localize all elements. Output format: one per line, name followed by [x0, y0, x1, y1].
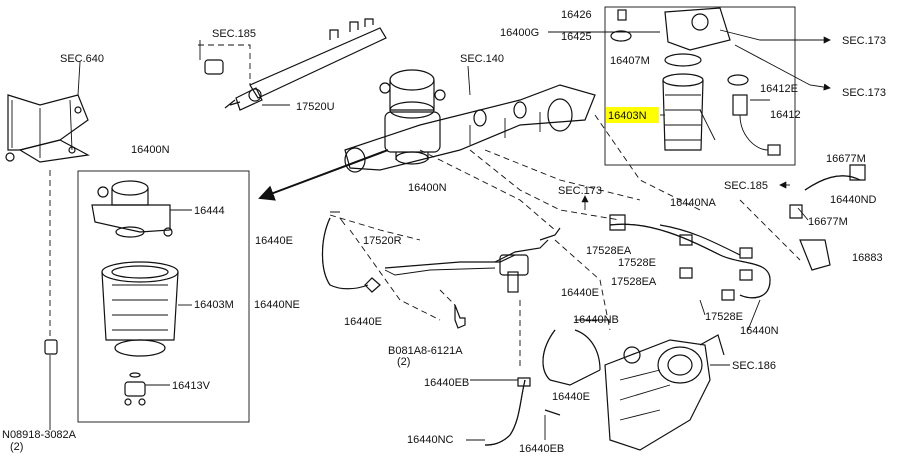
label-16426: 16426: [561, 9, 592, 21]
drain-plug-16413v: [124, 372, 146, 406]
label-17528e-a: 17528E: [618, 257, 656, 269]
label-sec173-mid: SEC.173: [558, 185, 602, 197]
label-16883: 16883: [852, 252, 883, 264]
label-16407m: 16407M: [610, 55, 650, 67]
label-17520r: 17520R: [363, 235, 402, 247]
intake-manifold: [344, 84, 596, 173]
label-16440eb-b: 16440EB: [519, 443, 564, 455]
element-16403n: [662, 53, 704, 151]
label-16440e-d: 16440E: [552, 391, 590, 403]
label-sec185-top: SEC.185: [212, 28, 256, 40]
label-16440nc: 16440NC: [407, 434, 454, 446]
label-16440e-a: 16440E: [255, 235, 293, 247]
label-08918: N08918-3082A: [2, 429, 77, 441]
label-16440e-b: 16440E: [344, 316, 382, 328]
label-16412: 16412: [770, 109, 801, 121]
label-16400n-box: 16400N: [131, 144, 170, 156]
filter-detail-box: [604, 6, 796, 166]
injection-pump: [604, 334, 725, 451]
bracket-sec640: [5, 94, 90, 163]
label-sec173-b: SEC.173: [842, 87, 886, 99]
nut-08918: [44, 170, 58, 430]
label-16440na: 16440NA: [670, 197, 717, 209]
label-16677m-b: 16677M: [808, 216, 848, 228]
fuel-rail: [204, 18, 387, 111]
label-081a8: B081A8-6121A: [388, 345, 463, 357]
sensor-16426: [610, 9, 632, 42]
label-sec140: SEC.140: [460, 53, 504, 65]
label-16677m-a: 16677M: [826, 153, 866, 165]
label-16425: 16425: [561, 31, 592, 43]
label-16440ne: 16440NE: [254, 299, 300, 311]
label-sec640: SEC.640: [60, 53, 104, 65]
label-17528ea-a: 17528EA: [586, 245, 632, 257]
label-16400g: 16400G: [500, 27, 539, 39]
bolt-081a8: [439, 289, 466, 329]
callout-labels: SEC.640 SEC.185 17520U SEC.140 16400G 16…: [2, 9, 886, 455]
label-sec185-right: SEC.185: [724, 180, 768, 192]
label-16400n-mid: 16400N: [408, 182, 447, 194]
filter-housing-center: [379, 69, 446, 165]
label-16413v: 16413V: [172, 380, 211, 392]
label-sec173-a: SEC.173: [842, 35, 886, 47]
label-16440eb-a: 16440EB: [424, 377, 469, 389]
label-08918-qty: (2): [10, 441, 23, 453]
label-17520u: 17520U: [296, 101, 335, 113]
label-16412e: 16412E: [760, 83, 798, 95]
label-16444: 16444: [194, 205, 225, 217]
label-17528ea-b: 17528EA: [611, 276, 657, 288]
filter-assembly-box: [77, 170, 250, 423]
filter-head-16400g: [664, 7, 810, 51]
filter-element-16403m: [101, 261, 179, 357]
label-081a8-qty: (2): [397, 356, 410, 368]
label-16440nd: 16440ND: [830, 194, 877, 206]
label-16403n-top: 16403N: [608, 110, 647, 122]
label-16403m: 16403M: [194, 299, 234, 311]
sensor-16412: [727, 74, 781, 156]
priming-pump-16444: [91, 180, 173, 238]
label-sec186: SEC.186: [732, 360, 776, 372]
highlight-16403n: [606, 107, 659, 123]
label-16440n-right: 16440N: [740, 325, 779, 337]
label-17528e-b: 17528E: [705, 311, 743, 323]
label-16440e-c: 16440E: [561, 287, 599, 299]
